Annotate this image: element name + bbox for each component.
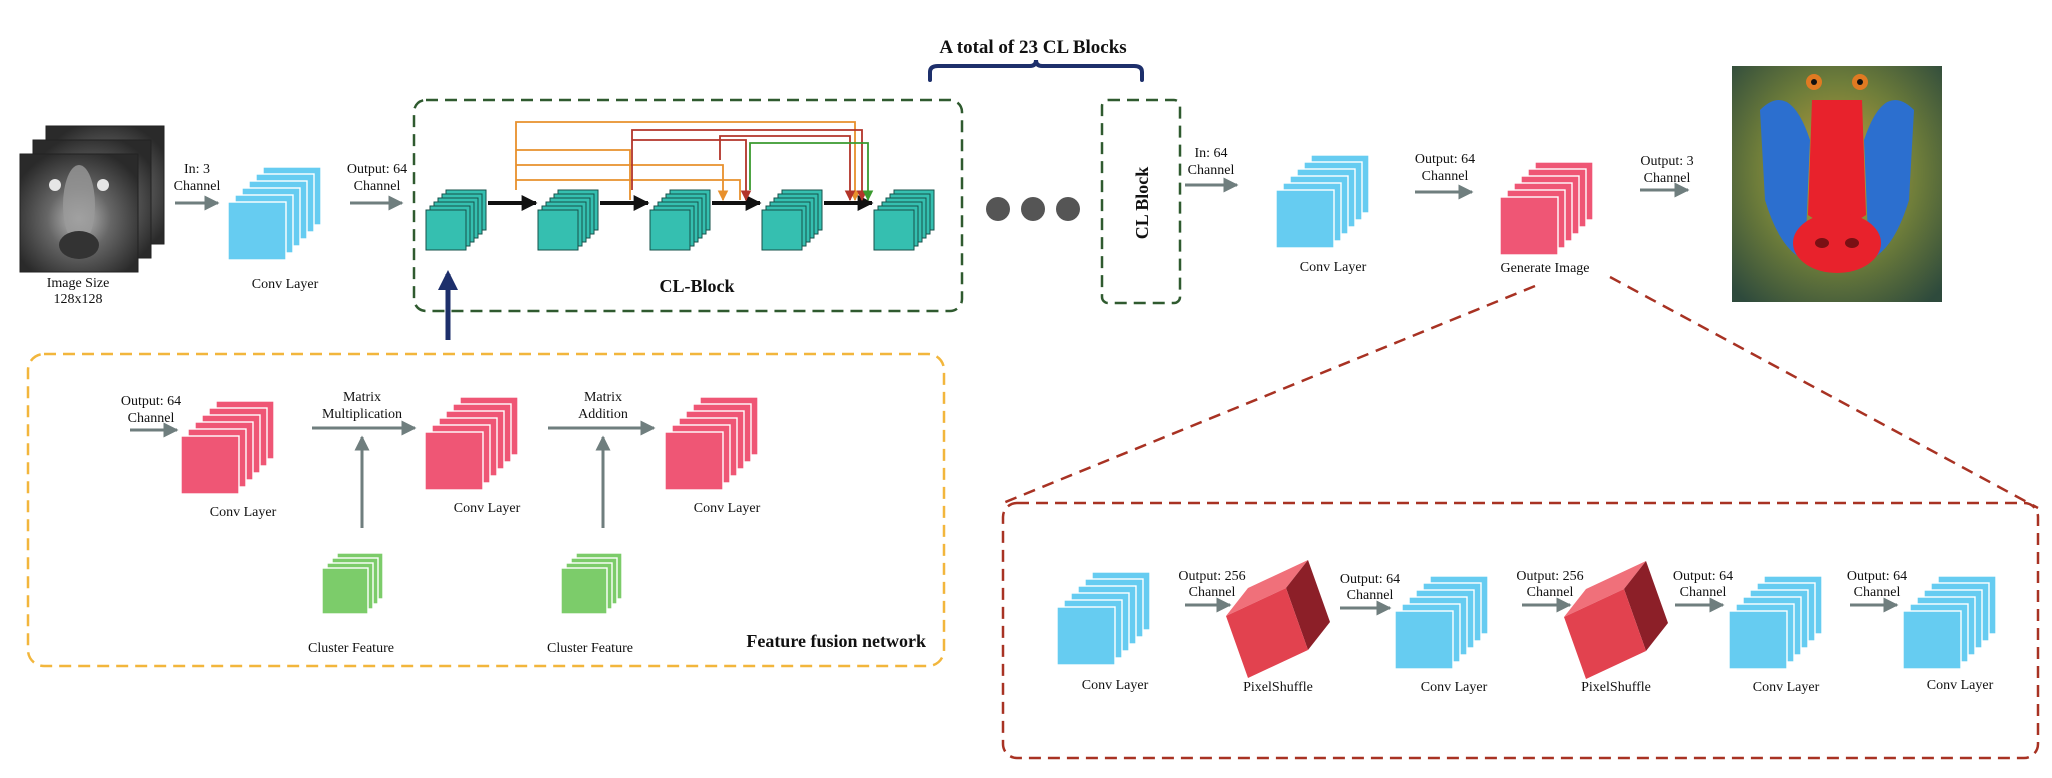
cl-block-small-label: CL Block bbox=[1132, 167, 1152, 240]
up-out3-label-1: Output: 256 bbox=[1516, 569, 1583, 584]
up-out4-label-1: Output: 64 bbox=[1673, 569, 1733, 584]
up-out5-label-1: Output: 64 bbox=[1847, 569, 1907, 584]
conv-layer-1-stack bbox=[227, 166, 322, 261]
total-blocks-title: A total of 23 CL Blocks bbox=[939, 37, 1126, 58]
conv-layer-2-label: Conv Layer bbox=[1300, 260, 1367, 275]
fusion-conv-3-label: Conv Layer bbox=[694, 501, 761, 516]
op-mult-label-2: Multiplication bbox=[322, 407, 402, 422]
fusion-title: Feature fusion network bbox=[746, 631, 926, 651]
up-out1-label-2: Channel bbox=[1189, 585, 1236, 600]
op-add-label-2: Addition bbox=[578, 407, 628, 422]
up-conv-2-stack bbox=[1394, 575, 1489, 670]
generate-image-stack bbox=[1499, 161, 1594, 256]
upsample-frame bbox=[1001, 501, 2040, 760]
teal-stack-3 bbox=[649, 189, 711, 251]
up-conv-2-label: Conv Layer bbox=[1421, 680, 1488, 695]
up-out2-label-1: Output: 64 bbox=[1340, 572, 1400, 587]
cluster-feature-2-stack bbox=[560, 552, 623, 615]
teal-stack-4 bbox=[761, 189, 823, 251]
brace bbox=[928, 59, 1144, 82]
zoom-line-left bbox=[1002, 284, 1536, 505]
teal-stack-5 bbox=[873, 189, 935, 251]
cluster-feature-1-stack bbox=[321, 552, 384, 615]
up-conv-3-label: Conv Layer bbox=[1753, 680, 1820, 695]
up-conv-4-label: Conv Layer bbox=[1927, 678, 1994, 693]
fusion-in-label-1: Output: 64 bbox=[121, 394, 181, 409]
cl-block-label: CL-Block bbox=[659, 276, 734, 296]
teal-stack-2 bbox=[537, 189, 599, 251]
op-add-label-1: Matrix bbox=[584, 390, 622, 405]
in3-label-1: In: 3 bbox=[184, 162, 210, 177]
in64-label-1: In: 64 bbox=[1194, 146, 1227, 161]
cl-block-stacks bbox=[425, 189, 935, 251]
fusion-in-label-2: Channel bbox=[128, 411, 175, 426]
up-conv-1-label: Conv Layer bbox=[1082, 678, 1149, 693]
out64-label-2: Channel bbox=[354, 179, 401, 194]
in3-label-2: Channel bbox=[174, 179, 221, 194]
out64b-label-1: Output: 64 bbox=[1415, 152, 1475, 167]
fusion-conv-1-label: Conv Layer bbox=[210, 505, 277, 520]
conv-layer-2-stack bbox=[1275, 154, 1370, 249]
up-out1-label-1: Output: 256 bbox=[1178, 569, 1245, 584]
pixelshuffle-2-label: PixelShuffle bbox=[1581, 680, 1651, 695]
out3-label-1: Output: 3 bbox=[1640, 154, 1693, 169]
ellipsis-dots bbox=[986, 197, 1080, 221]
teal-stack-1 bbox=[425, 189, 487, 251]
cl-block-frame bbox=[412, 98, 964, 313]
out3-label-2: Channel bbox=[1644, 171, 1691, 186]
up-conv-4-stack bbox=[1902, 575, 1997, 670]
cl-block-small-frame bbox=[1100, 98, 1182, 305]
input-image-stack bbox=[19, 125, 165, 273]
output-image bbox=[1732, 66, 1942, 302]
out64-label-1: Output: 64 bbox=[347, 162, 407, 177]
fusion-conv-2-label: Conv Layer bbox=[454, 501, 521, 516]
fusion-frame bbox=[26, 352, 946, 668]
image-size-label: Image Size bbox=[47, 276, 110, 291]
cluster-feature-1-label: Cluster Feature bbox=[308, 641, 394, 656]
pixelshuffle-1-label: PixelShuffle bbox=[1243, 680, 1313, 695]
zoom-line-right bbox=[1609, 275, 2039, 510]
op-mult-label-1: Matrix bbox=[343, 390, 381, 405]
generate-image-label: Generate Image bbox=[1501, 261, 1590, 276]
in64-label-2: Channel bbox=[1188, 163, 1235, 178]
cluster-feature-2-label: Cluster Feature bbox=[547, 641, 633, 656]
up-out3-label-2: Channel bbox=[1527, 585, 1574, 600]
fusion-conv-2-stack bbox=[424, 396, 519, 491]
up-conv-3-stack bbox=[1728, 575, 1823, 670]
conv-layer-1-label: Conv Layer bbox=[252, 277, 319, 292]
cl-block-skip-connections bbox=[515, 121, 874, 202]
fusion-conv-1-stack bbox=[180, 400, 275, 495]
out64b-label-2: Channel bbox=[1422, 169, 1469, 184]
fusion-conv-3-stack bbox=[664, 396, 759, 491]
up-out5-label-2: Channel bbox=[1854, 585, 1901, 600]
up-conv-1-stack bbox=[1056, 571, 1151, 666]
up-out2-label-2: Channel bbox=[1347, 588, 1394, 603]
up-out4-label-2: Channel bbox=[1680, 585, 1727, 600]
image-size-value: 128x128 bbox=[54, 292, 103, 307]
